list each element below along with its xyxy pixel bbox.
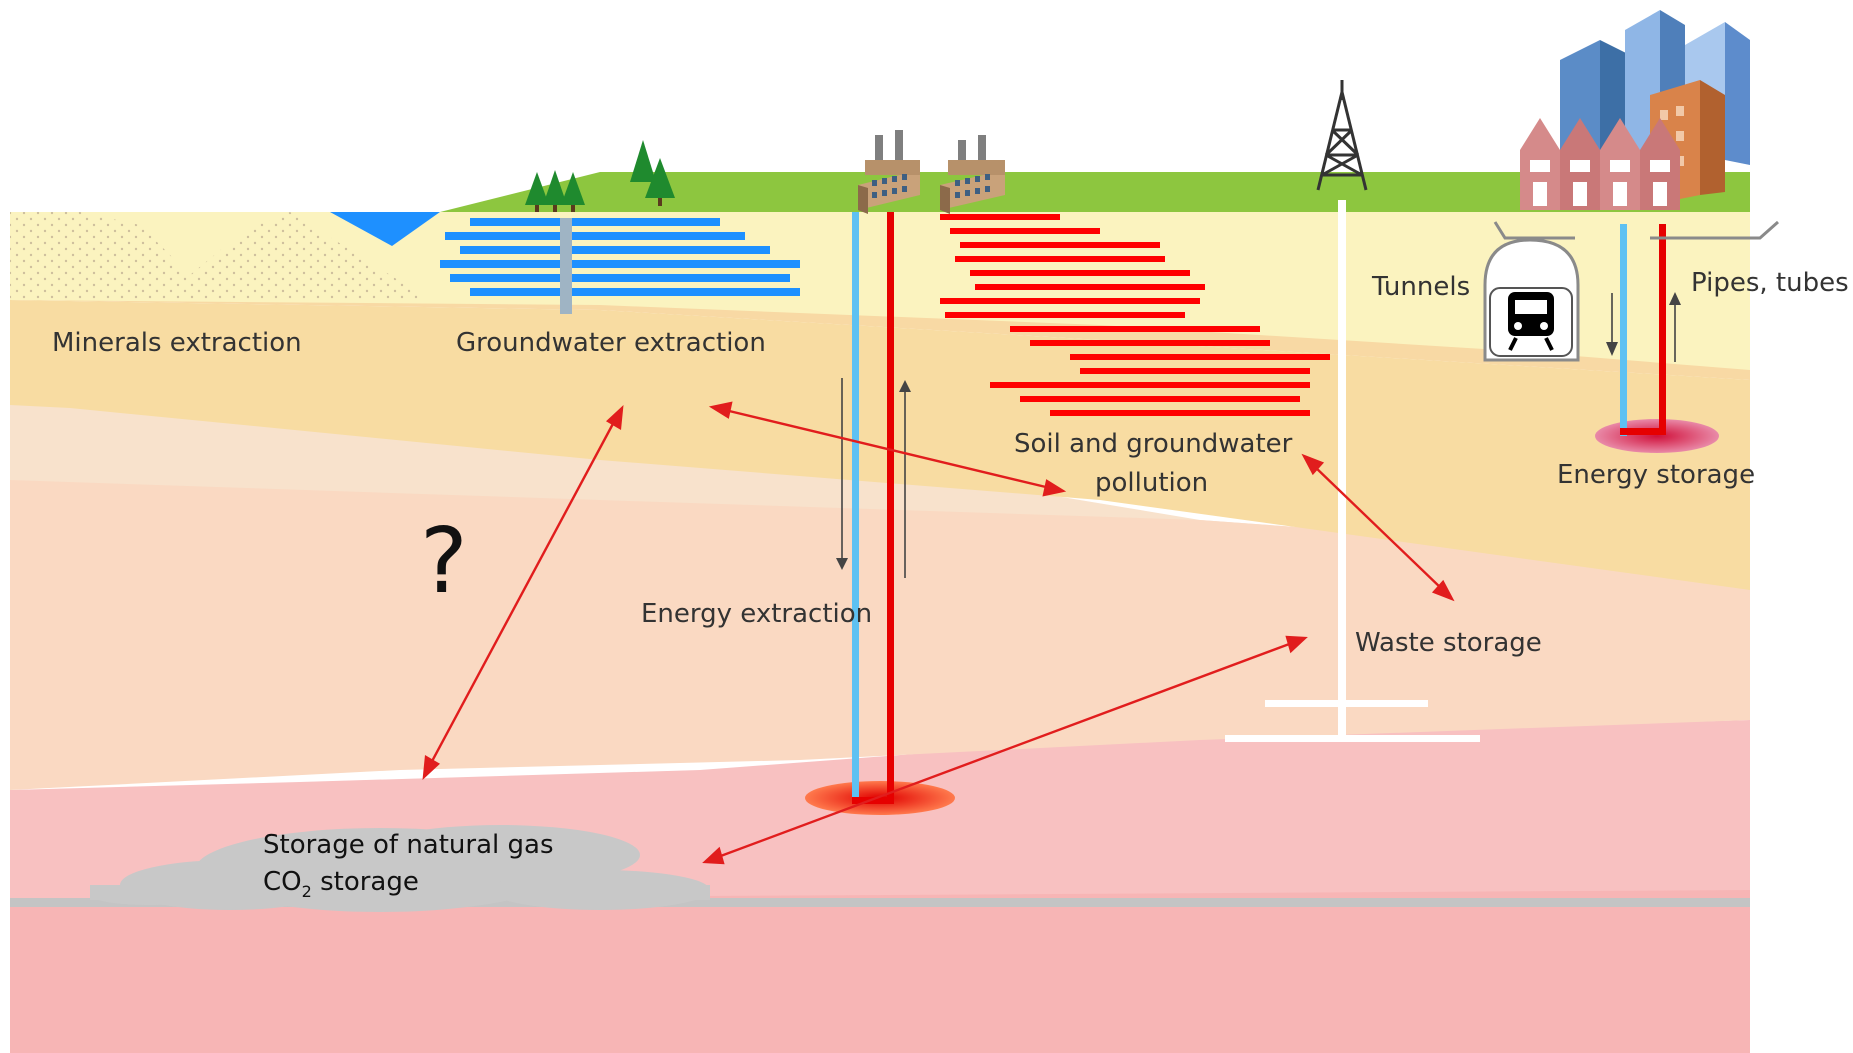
arrow-gas-waste xyxy=(702,635,1308,865)
up-arrow xyxy=(899,380,911,392)
transmission-tower-icon xyxy=(1316,80,1368,191)
city-buildings-icon xyxy=(1520,10,1750,210)
co2-storage-label: CO2 storage xyxy=(263,867,419,901)
energy-extraction-label: Energy extraction xyxy=(641,599,872,629)
train-icon xyxy=(1508,292,1554,351)
hot-pipe xyxy=(887,212,894,804)
arrow-pollution-waste xyxy=(1301,453,1455,602)
minerals-extraction-label: Minerals extraction xyxy=(52,328,302,358)
tree-icon xyxy=(525,140,675,212)
pollution-label-line2: pollution xyxy=(1095,468,1208,498)
labels: Minerals extraction Groundwater extracti… xyxy=(52,268,1849,901)
waste-storage-label: Waste storage xyxy=(1355,628,1542,658)
energy-storage-label: Energy storage xyxy=(1557,460,1755,490)
tunnel-pipes-lines xyxy=(1493,220,1779,240)
arrow-groundwater-gas xyxy=(422,404,624,781)
lake xyxy=(330,212,440,246)
arrow-groundwater-pollution xyxy=(708,401,1067,497)
energy-storage-wells xyxy=(1595,224,1719,453)
natural-gas-storage-label: Storage of natural gas xyxy=(263,830,554,860)
down-arrow xyxy=(836,558,848,570)
tan-layer xyxy=(10,300,1750,590)
well-pipe xyxy=(560,218,572,314)
basement-line xyxy=(10,898,1750,907)
tunnels-label: Tunnels xyxy=(1371,272,1470,302)
top-soil-layer xyxy=(10,212,1750,370)
mineral-deposit xyxy=(10,212,430,300)
peach-layer xyxy=(10,480,1750,790)
storage-reservoir xyxy=(1595,419,1719,453)
interaction-arrows xyxy=(422,401,1455,865)
gas-storage-cloud xyxy=(90,825,710,912)
pipes-tubes-label: Pipes, tubes xyxy=(1691,268,1849,298)
pollution-plume xyxy=(940,214,1330,416)
factory-icon xyxy=(858,130,1005,214)
grass-surface xyxy=(440,172,1750,212)
groundwater-aquifer xyxy=(440,218,800,314)
ground-layers xyxy=(10,172,1750,1053)
row-houses xyxy=(1520,118,1680,210)
geothermal-wells xyxy=(805,212,955,815)
cold-pipe xyxy=(852,212,859,798)
question-mark: ? xyxy=(420,509,468,614)
train-tunnel xyxy=(1483,238,1580,362)
waste-storage-shaft xyxy=(1225,200,1480,742)
groundwater-extraction-label: Groundwater extraction xyxy=(456,328,766,358)
pollution-label-line1: Soil and groundwater xyxy=(1014,429,1293,459)
